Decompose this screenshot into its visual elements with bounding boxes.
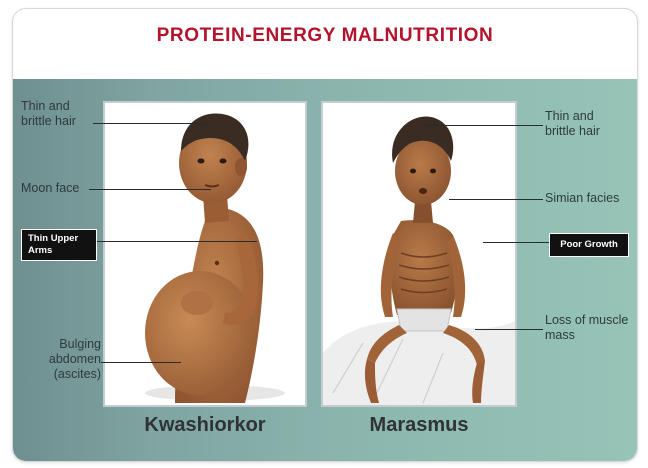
leader-right-hair <box>423 125 543 126</box>
leader-thin-upper-arms <box>97 241 257 242</box>
leader-poor-growth <box>483 242 549 243</box>
leader-loss-of-muscle-mass <box>475 329 543 330</box>
marasmus-child-illustration <box>323 103 515 405</box>
leader-bulging-abdomen <box>101 362 181 363</box>
illustration-stage: Kwashiorkor Marasmus Thin and brittle ha… <box>13 79 637 461</box>
infographic-title: PROTEIN-ENERGY MALNUTRITION <box>13 25 637 47</box>
label-simian-facies: Simian facies <box>545 191 633 206</box>
marasmus-caption: Marasmus <box>321 414 517 437</box>
label-bulging-abdomen: Bulging abdomen (ascites) <box>41 337 101 382</box>
leader-simian-facies <box>449 199 543 200</box>
label-loss-of-muscle-mass: Loss of muscle mass <box>545 313 631 343</box>
leader-left-hair <box>93 123 211 124</box>
infographic-card: PROTEIN-ENERGY MALNUTRITION <box>12 8 638 462</box>
label-thin-upper-arms: Thin Upper Arms <box>21 229 97 261</box>
label-poor-growth: Poor Growth <box>549 233 629 257</box>
label-left-hair: Thin and brittle hair <box>21 99 101 129</box>
leader-moon-face <box>89 189 211 190</box>
label-right-hair: Thin and brittle hair <box>545 109 625 139</box>
kwashiorkor-child-illustration <box>105 103 305 405</box>
marasmus-panel <box>321 101 517 407</box>
kwashiorkor-caption: Kwashiorkor <box>103 414 307 437</box>
